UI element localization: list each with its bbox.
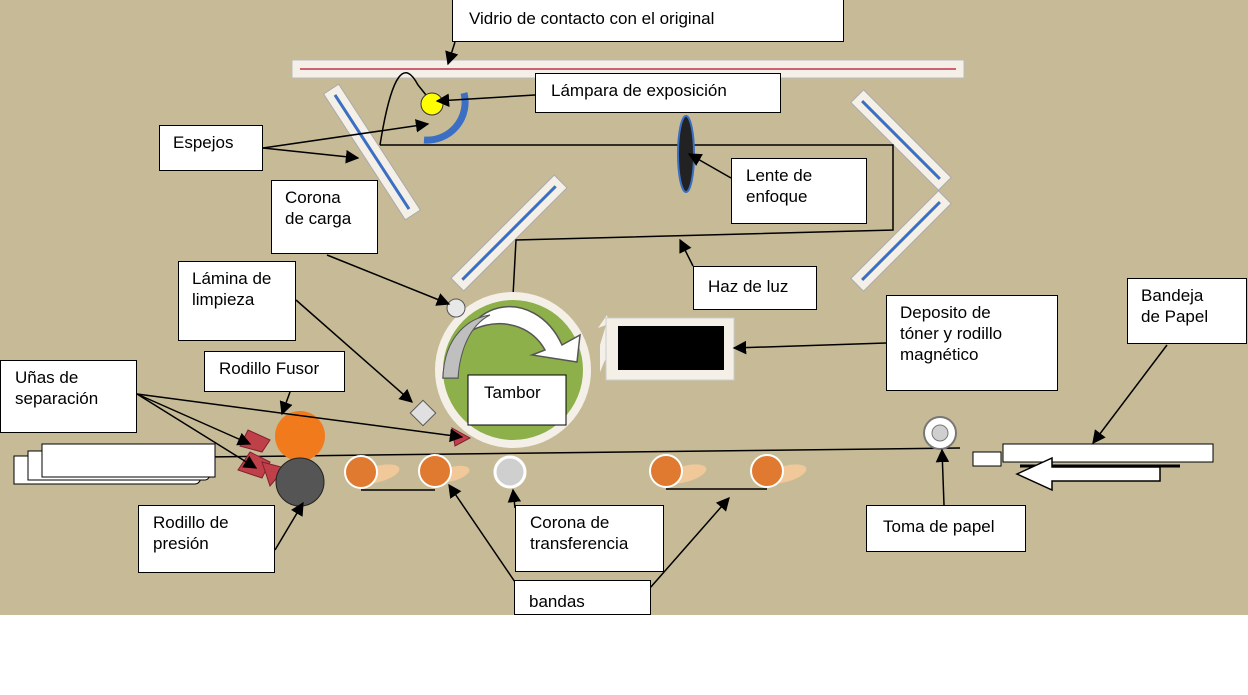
paper-feed-roller-hub bbox=[931, 424, 949, 442]
pressure-roller bbox=[275, 457, 325, 507]
transfer-corona bbox=[493, 455, 527, 489]
paper-tray bbox=[972, 443, 1214, 492]
focus-lens bbox=[677, 115, 695, 193]
cleaning-blade bbox=[409, 399, 437, 427]
label-mirrors: Espejos bbox=[159, 125, 263, 171]
label-pressure-roller: Rodillo de presión bbox=[138, 505, 275, 573]
belt-rollers bbox=[344, 454, 807, 491]
label-transfer-corona: Corona de transferencia bbox=[515, 505, 664, 572]
label-paper-feed: Toma de papel bbox=[866, 505, 1026, 552]
charge-corona bbox=[446, 298, 466, 318]
drum bbox=[435, 292, 591, 448]
label-separation-claws: Uñas de separación bbox=[0, 360, 137, 433]
label-paper-tray: Bandeja de Papel bbox=[1127, 278, 1247, 344]
label-belts: bandas bbox=[514, 580, 651, 615]
mirror-left bbox=[322, 83, 422, 221]
fuser-roller bbox=[275, 411, 325, 461]
label-fuser-roller: Rodillo Fusor bbox=[204, 351, 345, 392]
light-beam-path bbox=[379, 72, 894, 297]
label-toner-hopper: Deposito de tóner y rodillo magnético bbox=[886, 295, 1058, 391]
label-exposure-lamp: Lámpara de exposición bbox=[535, 73, 781, 113]
output-stack bbox=[13, 443, 216, 485]
toner-hopper bbox=[598, 315, 735, 381]
leader-arrows bbox=[136, 41, 1168, 589]
mirror-right-top bbox=[850, 89, 952, 191]
label-focus-lens: Lente de enfoque bbox=[731, 158, 867, 224]
label-contact-glass: Vidrio de contacto con el original bbox=[452, 0, 844, 42]
contact-glass bbox=[291, 59, 965, 79]
mirror-center bbox=[450, 174, 568, 292]
lamp-reflector bbox=[423, 92, 469, 144]
exposure-lamp bbox=[420, 92, 444, 116]
label-charge-corona: Corona de carga bbox=[271, 180, 378, 254]
label-drum: Tambor bbox=[484, 383, 541, 402]
mirror-right-bottom bbox=[850, 190, 952, 292]
label-cleaning-blade: Lámina de limpieza bbox=[178, 261, 296, 341]
label-light-beam: Haz de luz bbox=[693, 266, 817, 310]
